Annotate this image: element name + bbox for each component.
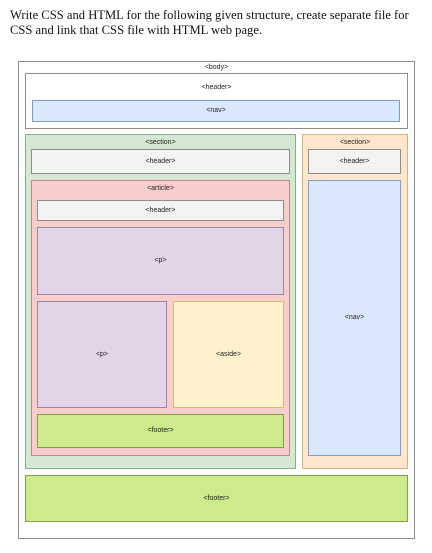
article-footer-label: <footer> [147,427,174,434]
aside-label: <aside> [216,350,241,358]
section-left-header-label: <header> [145,157,176,165]
section-right-header-box: <header> [308,149,401,174]
p-small-label: <p> [95,350,109,358]
bottom-footer-label: <footer> [203,494,230,502]
bottom-footer-box: <footer> [25,475,408,522]
top-nav-box: <nav> [32,100,400,122]
top-header-label: <header> [201,84,232,91]
p-small-box: <p> [37,301,167,408]
aside-box: <aside> [173,301,284,408]
body-label: <body> [204,64,229,71]
section-left-header-box: <header> [31,149,290,174]
p-wide-box: <p> [37,227,284,295]
article-header-label: <header> [145,206,176,214]
section-right-nav-label: <nav> [344,314,365,321]
section-right-header-label: <header> [339,157,370,165]
question-text: Write CSS and HTML for the following giv… [10,8,409,37]
article-footer-box: <footer> [37,414,284,448]
article-label: <article> [147,185,174,192]
section-right-label: <section> [339,139,371,146]
article-header-box: <header> [37,200,284,221]
section-right-nav-box: <nav> [308,180,401,456]
p-wide-label: <p> [154,257,167,264]
top-nav-label: <nav> [206,107,226,114]
section-left-label: <section> [145,139,176,146]
